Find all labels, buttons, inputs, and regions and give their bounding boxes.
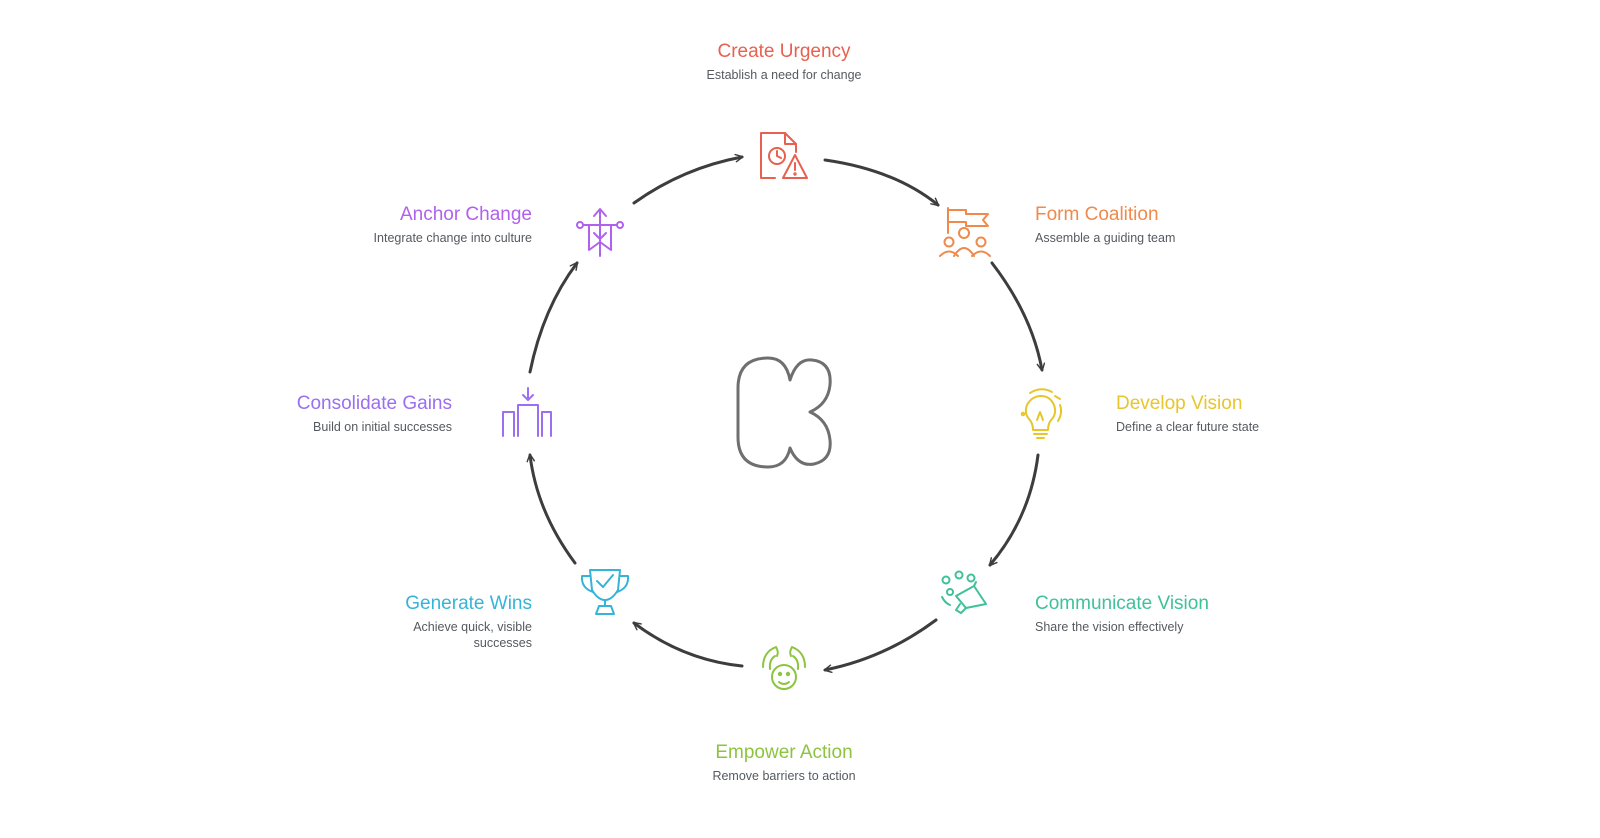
step-title: Generate Wins — [405, 593, 532, 614]
step-communicate-vision: Communicate Vision Share the vision effe… — [1035, 592, 1209, 635]
step-form-coalition: Form Coalition Assemble a guiding team — [1035, 203, 1175, 246]
arrow-coalition-to-vision — [990, 261, 1046, 372]
banner-arrow-icon — [576, 208, 624, 257]
step-description: Assemble a guiding team — [1035, 231, 1176, 245]
cycle-arrows — [526, 153, 1046, 674]
logo-k-icon — [736, 356, 832, 469]
step-description: Define a clear future state — [1116, 420, 1260, 434]
megaphone-icon — [941, 570, 987, 614]
step-title: Form Coalition — [1035, 204, 1159, 225]
arrow-communicate-to-empower — [823, 618, 938, 674]
step-description: Share the vision effectively — [1035, 620, 1184, 634]
step-description: Remove barriers to action — [712, 769, 856, 783]
step-description: Achieve quick, visible successes — [413, 620, 532, 650]
step-description: Integrate change into culture — [373, 231, 532, 245]
step-title: Empower Action — [715, 742, 853, 763]
step-title: Consolidate Gains — [296, 393, 452, 414]
document-clock-alert-icon — [760, 132, 808, 179]
trophy-icon — [580, 569, 630, 615]
step-consolidate-gains: Consolidate Gains Build on initial succe… — [297, 392, 452, 435]
step-develop-vision: Develop Vision Define a clear future sta… — [1116, 392, 1259, 435]
step-title: Create Urgency — [717, 41, 851, 62]
arrow-consolidate-to-anchor — [528, 261, 579, 374]
step-title: Anchor Change — [399, 204, 532, 225]
arrow-wins-to-consolidate — [526, 453, 577, 565]
step-title: Develop Vision — [1116, 393, 1243, 414]
step-empower-action: Empower Action Remove barriers to action — [712, 741, 855, 784]
step-create-urgency: Create Urgency Establish a need for chan… — [707, 40, 862, 83]
step-description: Build on initial successes — [313, 420, 452, 434]
arrow-vision-to-communicate — [988, 453, 1040, 567]
step-generate-wins: Generate Wins Achieve quick, visible suc… — [382, 592, 532, 651]
hands-support-icon — [762, 646, 806, 690]
step-anchor-change: Anchor Change Integrate change into cult… — [374, 203, 532, 246]
step-title: Communicate Vision — [1035, 593, 1209, 614]
lightbulb-icon — [1020, 388, 1063, 439]
building-arrow-icon — [502, 387, 552, 437]
arrow-empower-to-wins — [632, 621, 744, 668]
arrow-urgency-to-coalition — [823, 158, 940, 207]
arrow-anchor-to-urgency — [632, 153, 744, 205]
step-description: Establish a need for change — [706, 68, 862, 82]
team-flag-icon — [939, 207, 991, 257]
